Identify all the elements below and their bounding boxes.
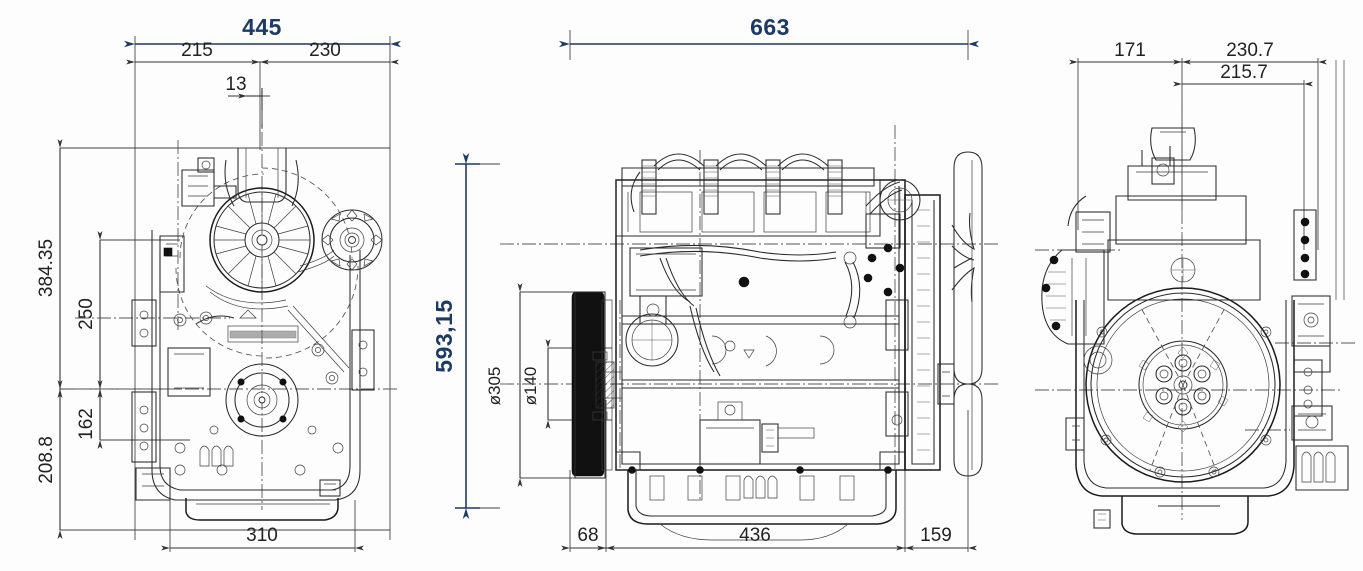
dimension-384-35: 384.35 bbox=[36, 139, 63, 398]
front-view-engine-body bbox=[131, 148, 383, 521]
dimension-593-15-label: 593,15 bbox=[431, 299, 457, 372]
dimension-230: 230 bbox=[251, 40, 399, 65]
crank-damper bbox=[571, 291, 623, 479]
dimension-310-label: 310 bbox=[246, 525, 278, 546]
front-view: 445 215 230 13 384.35 208.8 bbox=[36, 14, 401, 552]
dimension-162-label: 162 bbox=[76, 408, 97, 440]
rear-view: 171 230.7 215.7 bbox=[1035, 40, 1355, 535]
dimension-215-7: 215.7 bbox=[1173, 62, 1313, 87]
dimension-dia-140-label: ø140 bbox=[521, 367, 540, 406]
dimension-171: 171 bbox=[1069, 40, 1191, 65]
cooling-fan-blade bbox=[951, 151, 983, 477]
dimension-215-label: 215 bbox=[181, 40, 213, 61]
dimension-162: 162 bbox=[76, 380, 103, 449]
dimension-445-label: 445 bbox=[242, 14, 282, 40]
dimension-230-label: 230 bbox=[309, 40, 341, 61]
dimension-159: 159 bbox=[896, 525, 977, 551]
dimension-dia-305: ø305 bbox=[485, 283, 523, 487]
dimension-159-label: 159 bbox=[920, 525, 952, 546]
dimension-250: 250 bbox=[76, 231, 103, 398]
dimension-208-8: 208.8 bbox=[36, 380, 63, 539]
dimension-250-label: 250 bbox=[76, 298, 97, 330]
side-view: 663 593,15 ø305 ø140 68 436 bbox=[431, 14, 1000, 552]
side-view-engine-body bbox=[571, 151, 983, 541]
dimension-593-15: 593,15 bbox=[431, 153, 480, 519]
dimension-663: 663 bbox=[559, 14, 979, 48]
dimension-215: 215 bbox=[126, 40, 269, 65]
dimension-68-label: 68 bbox=[577, 525, 598, 546]
dimension-208-8-label: 208.8 bbox=[36, 436, 57, 484]
dimension-230-7: 230.7 bbox=[1173, 40, 1327, 65]
dimension-436-label: 436 bbox=[739, 525, 771, 546]
alternator-pulley bbox=[321, 209, 383, 271]
dimension-445: 445 bbox=[124, 14, 401, 48]
dimension-215-7-label: 215.7 bbox=[1220, 62, 1268, 83]
dimension-230-7-label: 230.7 bbox=[1226, 40, 1274, 61]
dimension-171-label: 171 bbox=[1114, 40, 1146, 61]
rear-view-engine-body bbox=[1041, 60, 1349, 535]
dimension-384-35-label: 384.35 bbox=[36, 239, 57, 297]
dimension-dia-305-label: ø305 bbox=[485, 367, 504, 406]
dimension-663-label: 663 bbox=[750, 14, 790, 40]
dimension-13-label: 13 bbox=[225, 74, 246, 95]
dimension-310: 310 bbox=[161, 500, 364, 552]
rear-left-accessories bbox=[1041, 195, 1113, 375]
rear-right-accessories bbox=[1291, 209, 1349, 491]
dimension-436: 436 bbox=[597, 525, 914, 551]
